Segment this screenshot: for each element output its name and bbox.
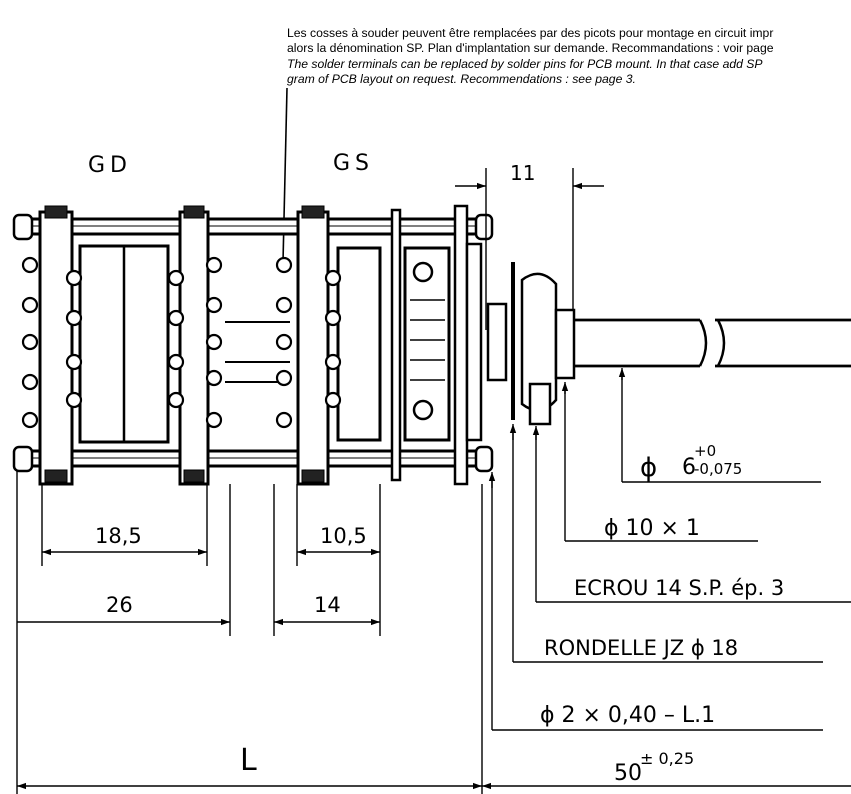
dim-10-5: 10,5	[320, 524, 367, 548]
dim-14: 14	[314, 593, 341, 617]
note-en-line-2: gram of PCB layout on request. Recommend…	[287, 71, 636, 86]
switch-body	[12, 204, 851, 486]
note-en-line-1: The solder terminals can be replaced by …	[287, 56, 763, 71]
note-fr-line-2: alors la dénomination SP. Plan d'implant…	[287, 41, 774, 56]
dim-11: 11	[510, 161, 535, 185]
shaft-diameter-tol-upper: +0	[694, 442, 716, 460]
shaft	[574, 318, 851, 368]
dim-18-5: 18,5	[95, 524, 142, 548]
rod-end-nuts	[12, 213, 494, 473]
dim-50: 50	[614, 761, 642, 786]
nut-callout: ECROU 14 S.P. ép. 3	[574, 576, 784, 600]
gd-label: GD	[88, 153, 132, 178]
shaft-diameter-tol-lower: -0,075	[694, 460, 742, 478]
pins-callout: ϕ 2 × 0,40 – L.1	[540, 703, 715, 728]
shaft-diameter-value: 6	[682, 455, 696, 480]
shaft-diameter-symbol: ϕ	[640, 453, 657, 483]
gd-wafer-section	[38, 205, 210, 486]
dim-26: 26	[106, 593, 133, 617]
note-leader-line	[282, 87, 288, 263]
washer-callout: RONDELLE JZ ϕ 18	[544, 636, 738, 660]
bushing-assembly	[486, 262, 576, 426]
terminal-lugs	[21, 256, 342, 429]
dim-50-tolerance: ± 0,25	[640, 749, 694, 768]
bushing-callout: ϕ 10 × 1	[604, 516, 700, 541]
gs-label: GS	[333, 151, 374, 176]
dim-l: L	[240, 743, 257, 778]
note-fr-line-1: Les cosses à souder peuvent être remplac…	[287, 26, 774, 40]
dimension-lines	[16, 168, 851, 794]
solder-terminal-note: Les cosses à souder peuvent être remplac…	[287, 26, 851, 87]
gs-wafer-section	[296, 204, 483, 486]
